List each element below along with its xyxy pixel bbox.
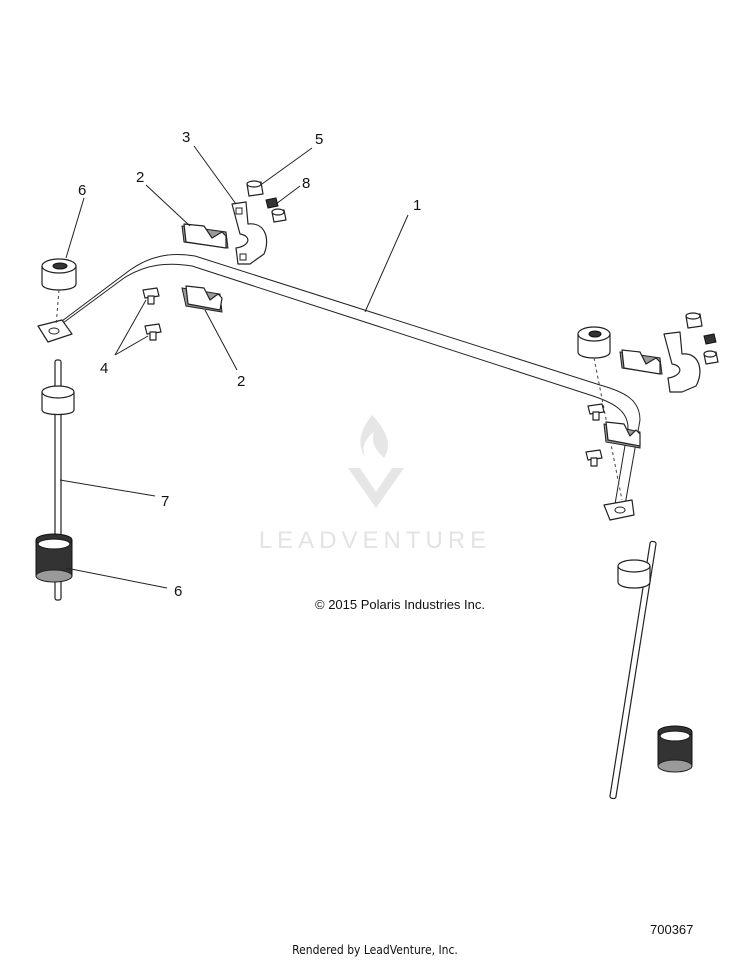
callout-6-upper: 6: [78, 182, 86, 199]
rendered-by-footer: Rendered by LeadVenture, Inc.: [292, 943, 458, 957]
left-upper-clamp: [181, 223, 229, 249]
leadventure-watermark-logo: [348, 415, 404, 508]
right-upper-clamp: [619, 349, 663, 375]
left-lower-nut: [271, 208, 287, 223]
right-lower-bolt: [585, 449, 603, 467]
callout-3: 3: [182, 129, 190, 146]
right-grease-fitting: [703, 333, 717, 345]
right-upper-nut: [685, 312, 703, 329]
sway-bar: [37, 254, 641, 521]
leader-lines: [59, 145, 409, 589]
right-lower-clamp: [603, 421, 641, 449]
watermark-text: LEADVENTURE: [259, 527, 491, 554]
right-lower-nut: [703, 350, 719, 365]
left-upper-bolt: [142, 287, 160, 305]
left-grease-fitting: [265, 197, 279, 209]
right-lower-bushing: [657, 725, 693, 773]
callout-4: 4: [100, 360, 108, 377]
copyright-notice: © 2015 Polaris Industries Inc.: [315, 597, 485, 612]
left-lower-clamp: [181, 285, 223, 313]
callout-6-lower: 6: [174, 583, 182, 600]
callout-2-lower: 2: [237, 373, 245, 390]
right-upper-bolt: [587, 403, 605, 421]
left-bracket: [231, 201, 268, 265]
left-upper-bushing: [41, 258, 77, 291]
left-lower-bolt: [144, 323, 162, 341]
callout-1: 1: [413, 197, 421, 214]
figure-number: 700367: [650, 922, 694, 937]
right-link-rod: [609, 540, 657, 800]
callout-2-upper: 2: [136, 169, 144, 186]
callout-7: 7: [161, 493, 169, 510]
left-upper-nut: [246, 180, 264, 197]
right-upper-bushing: [577, 326, 611, 359]
left-lower-bushing: [35, 533, 73, 583]
right-bracket: [663, 331, 701, 393]
callout-8: 8: [302, 175, 310, 192]
callout-5: 5: [315, 131, 323, 148]
